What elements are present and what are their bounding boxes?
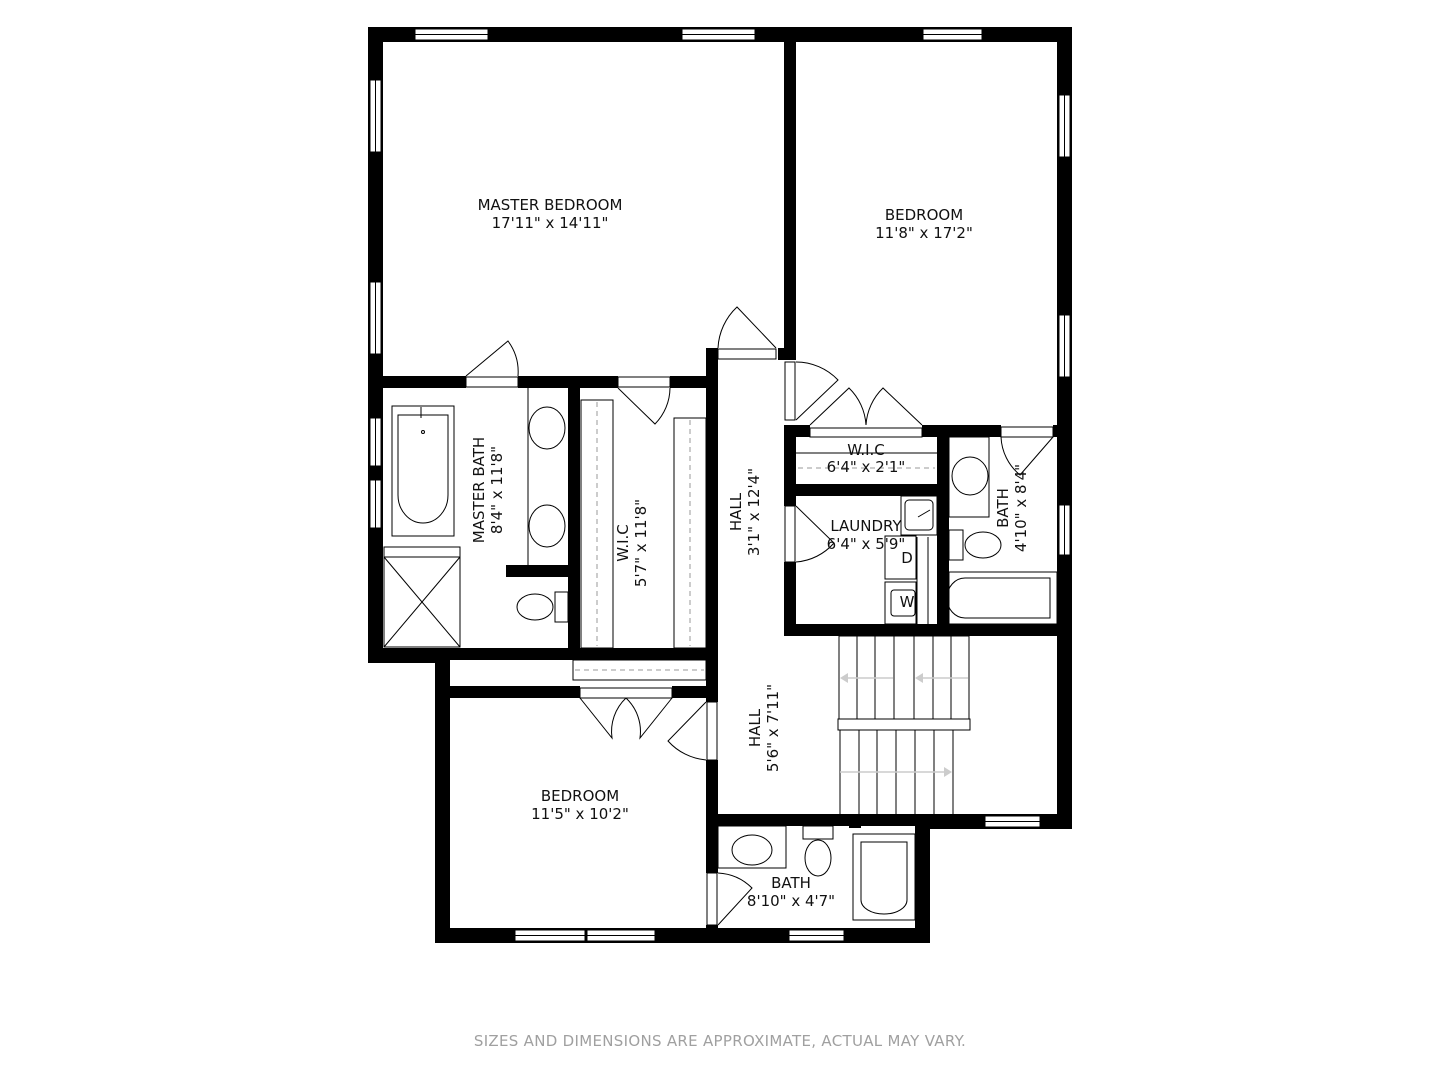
room-size: 11'8" x 17'2" (875, 224, 973, 242)
room-name: LAUNDRY (830, 517, 902, 535)
room-master-bath: MASTER BATH 8'4" x 11'8" (470, 437, 506, 543)
room-bath-s: BATH 8'10" x 4'7" (747, 874, 835, 910)
room-name: BEDROOM (541, 787, 619, 805)
room-size: 4'10" x 8'4" (1012, 464, 1030, 552)
room-size: 3'1" x 12'4" (745, 468, 763, 556)
room-bath-ne: BATH 4'10" x 8'4" (994, 464, 1030, 552)
room-bedroom-ne: BEDROOM 11'8" x 17'2" (875, 206, 973, 242)
room-name: BEDROOM (885, 206, 963, 224)
room-labels: MASTER BEDROOM 17'11" x 14'11" BEDROOM 1… (470, 196, 1030, 910)
room-hall-lower: HALL 5'6" x 7'11" (746, 684, 782, 772)
staircase (837, 635, 971, 814)
room-name: BATH (994, 488, 1012, 528)
washer-label: W (900, 593, 915, 611)
room-name: W.I.C (614, 524, 632, 562)
fixtures: D W (383, 388, 1058, 921)
room-size: 6'4" x 5'9" (827, 535, 906, 553)
room-bedroom-sw: BEDROOM 11'5" x 10'2" (531, 787, 629, 823)
room-name: BATH (771, 874, 811, 892)
room-hall-upper: HALL 3'1" x 12'4" (727, 468, 763, 556)
room-size: 5'6" x 7'11" (764, 684, 782, 772)
room-name: HALL (727, 492, 745, 531)
disclaimer-text: SIZES AND DIMENSIONS ARE APPROXIMATE, AC… (473, 1032, 967, 1050)
room-size: 8'4" x 11'8" (488, 446, 506, 534)
room-name: W.I.C (847, 441, 885, 459)
windows (369, 28, 1071, 942)
room-laundry: LAUNDRY 6'4" x 5'9" (827, 517, 906, 553)
room-size: 17'11" x 14'11" (492, 214, 609, 232)
room-master-bedroom: MASTER BEDROOM 17'11" x 14'11" (478, 196, 623, 232)
room-wic-master: W.I.C 5'7" x 11'8" (614, 499, 650, 587)
dryer-label: D (901, 549, 913, 567)
room-name: MASTER BEDROOM (478, 196, 623, 214)
room-size: 8'10" x 4'7" (747, 892, 835, 910)
room-name: HALL (746, 708, 764, 747)
room-wic-small: W.I.C 6'4" x 2'1" (827, 441, 906, 476)
room-size: 6'4" x 2'1" (827, 458, 906, 476)
room-size: 5'7" x 11'8" (632, 499, 650, 587)
room-size: 11'5" x 10'2" (531, 805, 629, 823)
room-name: MASTER BATH (470, 437, 488, 543)
doors (465, 306, 1054, 926)
